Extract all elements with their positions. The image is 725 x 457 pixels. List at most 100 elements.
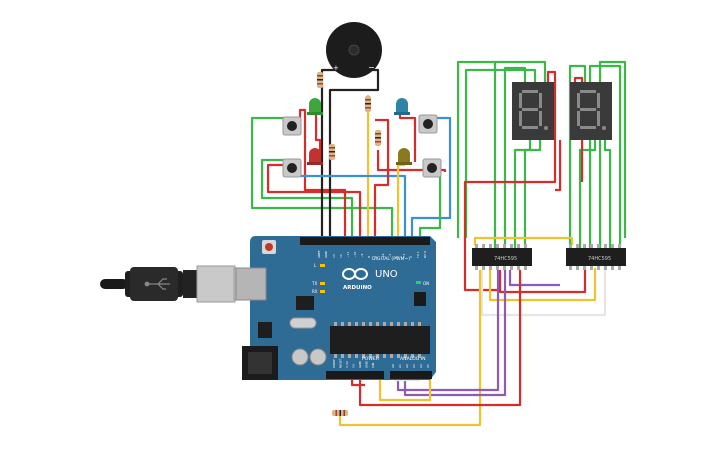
wire-yellow-chip-2[interactable] <box>488 268 597 302</box>
piezo-buzzer[interactable]: + − <box>326 22 382 78</box>
usb-chip <box>296 296 314 310</box>
push-button-bottom-left[interactable] <box>282 158 302 178</box>
wire-red-left-button[interactable] <box>298 108 347 238</box>
brand-label: ARDUINO <box>343 285 372 291</box>
capacitor <box>291 348 309 366</box>
on-label: ON <box>423 281 429 286</box>
regulator <box>258 322 272 338</box>
push-button-bottom-right[interactable] <box>422 158 442 178</box>
leds <box>307 98 412 165</box>
shift-register-2[interactable]: 74HC595 <box>566 244 626 270</box>
wire-red-disp-3[interactable] <box>555 140 562 192</box>
resistors <box>317 72 381 416</box>
led-red[interactable] <box>307 148 323 165</box>
wire-green-disp-4[interactable] <box>503 66 527 248</box>
pin-label: A0 <box>391 364 395 368</box>
pin-label: 8 <box>367 256 371 258</box>
reset-button-cap[interactable] <box>265 243 273 251</box>
wire-green-disp-6[interactable] <box>523 140 542 248</box>
resistor[interactable] <box>365 96 371 112</box>
wire-black-buzzer-2[interactable] <box>328 68 380 238</box>
digital-header <box>300 237 430 245</box>
wire-black-buzzer[interactable] <box>320 68 338 238</box>
seven-segment-display-2[interactable] <box>570 82 612 140</box>
wire-green-disp-1[interactable] <box>456 60 547 238</box>
wire-red-chip-1[interactable] <box>498 268 587 294</box>
wire-white-chip[interactable] <box>480 268 607 317</box>
led-yellow[interactable] <box>396 148 412 165</box>
wire-green-left-outer[interactable] <box>250 116 394 238</box>
wire-red-right[interactable] <box>376 150 447 172</box>
pin-label: ~3 <box>402 253 406 258</box>
led-green[interactable] <box>307 98 323 115</box>
wire-green-disp-5[interactable] <box>513 140 532 248</box>
wire-yellow-chip-1[interactable] <box>473 236 574 245</box>
wire-yellow-low[interactable] <box>338 270 482 427</box>
pin-label: IOREF <box>332 359 336 368</box>
buzzer-minus-label: − <box>368 63 375 72</box>
rx-label: RX <box>312 289 318 294</box>
pin-label: 5V <box>352 363 356 368</box>
analog-header <box>390 371 432 379</box>
wire-green-disp-11[interactable] <box>603 140 612 248</box>
gnd-label: GND <box>324 250 328 258</box>
arduino-uno-board[interactable]: TX RX L ON ARDUINO UNO DIGITAL (PWM~) PO… <box>235 236 436 380</box>
buzzer-plus-label: + <box>333 64 339 72</box>
push-button-top-right[interactable] <box>418 114 438 134</box>
aref-label: AREF <box>317 250 321 258</box>
push-buttons <box>282 114 442 178</box>
analog-label: ANALOG IN <box>400 356 426 362</box>
atmega-chip <box>330 326 430 354</box>
resistor[interactable] <box>329 144 335 160</box>
pin-label: A3 <box>412 364 416 368</box>
pin-label: A2 <box>405 364 409 368</box>
wire-red-left-2[interactable] <box>266 163 362 238</box>
wire-purple-chip[interactable] <box>508 270 560 287</box>
chip-2-label: 74HC595 <box>588 256 611 262</box>
wire-red-low[interactable] <box>358 270 522 407</box>
pin-label: 7 <box>374 256 378 258</box>
pin-label: A4 <box>419 364 423 368</box>
tx-led <box>320 282 325 285</box>
pin-label: 4 <box>395 256 399 258</box>
pin-label: 13 <box>332 254 336 258</box>
resistor[interactable] <box>375 130 381 146</box>
wire-green-disp-9[interactable] <box>568 64 587 248</box>
wire-green-disp-7[interactable] <box>598 60 627 248</box>
wire-purple-low-2[interactable] <box>403 270 507 397</box>
shift-register-1[interactable]: 74HC595 <box>472 244 532 270</box>
wire-red-mid[interactable] <box>373 118 390 238</box>
power-header <box>326 371 384 379</box>
wire-green-disp-2[interactable] <box>464 68 537 238</box>
rx-led <box>320 290 325 293</box>
pin-label: A5 <box>426 364 430 368</box>
wire-blue-right[interactable] <box>410 116 452 238</box>
push-button-top-left[interactable] <box>282 116 302 136</box>
pin-label: 2 <box>409 256 413 258</box>
resistor[interactable] <box>332 410 348 416</box>
wire-green-disp-8[interactable] <box>588 64 622 248</box>
resistor[interactable] <box>317 72 323 88</box>
capacitor <box>309 348 327 366</box>
pin-label: RX 0 <box>423 251 427 258</box>
l-label: L <box>314 263 317 268</box>
wire-red-led-left[interactable] <box>314 102 322 160</box>
led-blue[interactable] <box>394 98 410 115</box>
seven-segment-display-1[interactable] <box>512 82 554 140</box>
pin-label: A1 <box>398 364 402 368</box>
wire-yellow-low-2[interactable] <box>378 372 432 402</box>
uno-label: UNO <box>375 269 398 280</box>
crystal <box>289 317 317 329</box>
wire-blue-mid[interactable] <box>300 174 407 238</box>
usb-cable[interactable] <box>100 265 259 303</box>
wire-red-disp-1[interactable] <box>463 70 557 292</box>
pin-label: TX 1 <box>416 251 420 259</box>
icsp-header <box>414 292 426 306</box>
wire-green-disp-10[interactable] <box>578 140 597 248</box>
wire-green-left-inner[interactable] <box>260 158 354 238</box>
pin-label: ~5 <box>388 253 392 258</box>
